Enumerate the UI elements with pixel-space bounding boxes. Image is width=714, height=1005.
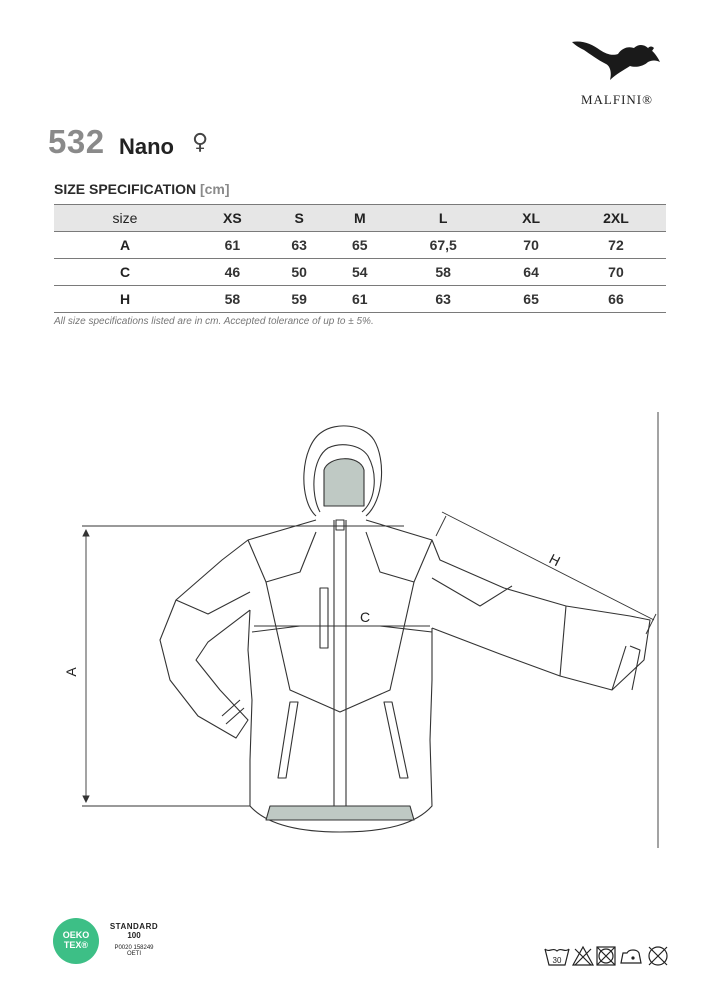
measurement-lines (82, 412, 659, 848)
size-header-cell: 2XL (565, 204, 666, 232)
oeko-badge-line1: OEKO (62, 930, 90, 940)
row-label: A (54, 231, 196, 259)
row-label: H (54, 285, 196, 313)
iron-low-icon (620, 949, 642, 964)
table-cell: 63 (268, 231, 330, 259)
table-row: H 58 59 61 63 65 66 (54, 285, 666, 313)
tolerance-note: All size specifications listed are in cm… (54, 316, 374, 327)
table-row: A 61 63 65 67,5 70 72 (54, 231, 666, 259)
table-cell: 58 (390, 258, 497, 286)
size-header-cell: XS (196, 204, 269, 232)
table-cell: 70 (496, 231, 566, 259)
no-tumble-dry-icon (596, 946, 616, 966)
table-cell: 70 (565, 258, 666, 286)
table-cell: 64 (496, 258, 566, 286)
size-header-cell: M (329, 204, 391, 232)
product-name: Nano (119, 134, 174, 159)
size-header-cell: L (390, 204, 497, 232)
row-label: C (54, 258, 196, 286)
brand-name: MALFINI® (580, 92, 654, 107)
size-spec-title: SIZE SPECIFICATION (54, 181, 197, 197)
care-symbols: 30 (544, 945, 668, 966)
table-cell: 61 (329, 285, 391, 313)
table-cell: 54 (329, 258, 391, 286)
dimension-label-c: C (360, 609, 370, 625)
product-code: 532 (48, 123, 105, 160)
size-header-cell: S (268, 204, 330, 232)
wash-30-icon: 30 (544, 948, 570, 966)
size-table: size XS S M L XL 2XL A 61 63 65 67,5 70 … (54, 204, 666, 313)
no-bleach-icon (571, 945, 595, 966)
no-dry-clean-icon (648, 946, 668, 966)
table-cell: 58 (196, 285, 269, 313)
dimension-label-a: A (63, 667, 79, 677)
table-cell: 66 (565, 285, 666, 313)
size-header-label: size (54, 204, 196, 232)
size-spec-unit: [cm] (199, 181, 230, 197)
wash-temp: 30 (553, 956, 562, 965)
table-cell: 59 (268, 285, 330, 313)
size-table-header: size XS S M L XL 2XL (54, 204, 666, 232)
table-cell: 63 (390, 285, 497, 313)
oeko-tex-info: STANDARD 100 P0020 158249 OETI (104, 922, 164, 957)
eagle-icon (572, 41, 660, 80)
oeko-standard-label: STANDARD (109, 922, 159, 931)
oeko-tex-badge: OEKO TEX® (53, 918, 99, 964)
size-spec-heading: SIZE SPECIFICATION [cm] (54, 181, 230, 197)
size-header-cell: XL (496, 204, 566, 232)
table-cell: 65 (496, 285, 566, 313)
table-cell: 50 (268, 258, 330, 286)
female-icon: ♀ (192, 130, 209, 155)
table-cell: 72 (565, 231, 666, 259)
table-cell: 67,5 (390, 231, 497, 259)
table-cell: 46 (196, 258, 269, 286)
oeko-badge-line2: TEX® (63, 940, 89, 950)
brand-logo: MALFINI® (566, 36, 668, 112)
oeko-institute: OETI (126, 951, 141, 957)
table-cell: 61 (196, 231, 269, 259)
oeko-cert-id: P0020 158249 (114, 945, 154, 951)
jacket-diagram: A C H (63, 412, 659, 848)
table-cell: 65 (329, 231, 391, 259)
oeko-standard-number: 100 (127, 931, 141, 940)
table-row: C 46 50 54 58 64 70 (54, 258, 666, 286)
jacket-outline (159, 425, 651, 833)
